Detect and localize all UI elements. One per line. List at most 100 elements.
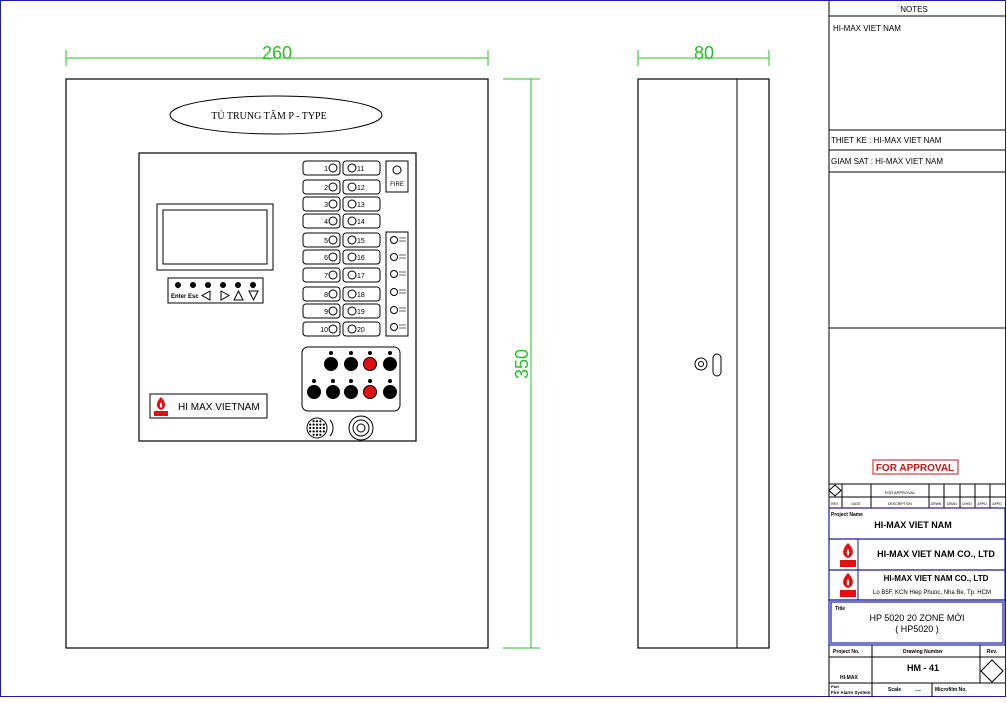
notes-header: NOTES <box>900 5 928 14</box>
door-lock-icon[interactable] <box>694 353 722 377</box>
zone-number: 1 <box>324 166 328 173</box>
revision-column-header: DESCRIPTION <box>888 502 912 506</box>
left-arrow-icon <box>200 290 211 301</box>
zone-indicator: 20 <box>342 321 381 337</box>
cabinet-front <box>65 78 489 649</box>
revision-column-header: CHKD <box>962 502 972 506</box>
right-key[interactable] <box>220 282 226 288</box>
revision-column-header: APPD <box>977 502 987 506</box>
width-dimension <box>65 50 489 66</box>
zone-number: 6 <box>324 255 328 262</box>
revision-column-header: APPD <box>992 502 1002 506</box>
lcd-bezel <box>156 203 274 271</box>
drawing-number: HM - 41 <box>907 663 939 673</box>
up-arrow-icon <box>233 289 244 301</box>
control-panel <box>138 152 417 442</box>
zone-number: 18 <box>357 292 365 299</box>
cabinet-title: TỦ TRUNG TÂM P - TYPE <box>211 110 326 122</box>
fire-indicator <box>385 160 409 193</box>
zone-number: 20 <box>357 327 365 334</box>
keypad <box>167 277 264 304</box>
height-label: 350 <box>512 349 532 379</box>
zone-number: 10 <box>320 327 328 334</box>
key-switch-icon[interactable] <box>348 415 374 441</box>
project-name-label: Project Name <box>831 512 863 518</box>
part-value: Fire Alarm System <box>831 690 870 695</box>
width-label: 260 <box>262 43 292 63</box>
control-button[interactable] <box>383 379 397 399</box>
zone-indicator: 12 <box>342 179 381 195</box>
revision-column-header: DRWN <box>931 502 942 506</box>
revision-column-header: DATE <box>851 502 861 506</box>
esc-label: Esc <box>188 294 199 300</box>
zone-indicator: 11 <box>342 160 381 176</box>
scale-value: — <box>915 688 921 694</box>
zone-number: 4 <box>324 219 328 226</box>
zone-indicator: 15 <box>342 232 381 248</box>
esc-key[interactable] <box>190 282 196 288</box>
zone-number: 8 <box>324 292 328 299</box>
zone-number: 3 <box>324 202 328 209</box>
down-arrow-icon <box>248 290 259 302</box>
up-key[interactable] <box>235 282 241 288</box>
revision-desc-top: FOR APPROVAL <box>885 490 916 495</box>
enter-label: Enter <box>171 294 187 300</box>
status-leds <box>390 236 406 331</box>
zone-indicator: 19 <box>342 303 381 319</box>
control-button[interactable] <box>383 351 397 371</box>
pccc-logo-icon <box>154 397 168 416</box>
drawing-number-label: Drawing Number <box>903 649 943 655</box>
microfilm-label: Microfilm No. <box>935 687 967 693</box>
zone-number: 7 <box>324 273 328 280</box>
depth-dimension <box>637 50 770 66</box>
enter-key[interactable] <box>175 282 181 288</box>
revision-column-header: REV. <box>831 502 839 506</box>
drawing-title-2: ( HP5020 ) <box>895 624 939 634</box>
zone-number: 14 <box>357 219 365 226</box>
zone-indicator: 9 <box>302 303 341 319</box>
control-buttons-panel <box>301 346 401 412</box>
control-button[interactable] <box>326 379 340 399</box>
project-no-label: Project No. <box>833 649 860 655</box>
depth-label: 80 <box>694 43 714 63</box>
left-key[interactable] <box>205 282 211 288</box>
company-address: Lo B5F, KCN Hiep Phuoc, Nha Be, Tp. HCM <box>873 590 991 596</box>
control-button[interactable] <box>363 351 377 371</box>
drawing-info-block <box>829 645 1005 697</box>
zone-indicator: 6 <box>302 249 341 265</box>
zone-indicator: 17 <box>342 267 381 283</box>
brand-name: HI MAX VIETNAM <box>178 402 260 413</box>
lcd-screen <box>162 209 268 265</box>
down-key[interactable] <box>250 282 256 288</box>
control-button[interactable] <box>344 379 358 399</box>
control-button[interactable] <box>363 379 377 399</box>
project-no: HI-MAX <box>840 675 858 681</box>
supervisor: GIAM SAT : HI-MAX VIET NAM <box>831 157 943 166</box>
status-led <box>390 236 406 244</box>
company-logo-2-icon <box>840 573 856 597</box>
control-button[interactable] <box>307 379 321 399</box>
approval-stamp <box>872 459 959 475</box>
company-name-2: HI-MAX VIET NAM CO., LTD <box>884 574 989 583</box>
zone-indicator: 2 <box>302 179 341 195</box>
zone-number: 12 <box>357 185 365 192</box>
status-led <box>390 270 406 278</box>
zone-indicator: 4 <box>302 213 341 229</box>
fire-label: FIRE <box>390 182 404 188</box>
control-buttons <box>307 351 397 399</box>
status-led <box>390 288 406 296</box>
control-button[interactable] <box>344 351 358 371</box>
status-indicator-group <box>385 231 409 337</box>
zone-indicator: 14 <box>342 213 381 229</box>
control-button[interactable] <box>324 351 338 371</box>
title-ellipse <box>169 95 383 135</box>
status-led <box>390 323 406 331</box>
cabinet-side <box>637 78 770 649</box>
title-label: Title <box>835 606 845 612</box>
approval-stamp-text: FOR APPROVAL <box>876 463 954 474</box>
notes-text: HI-MAX VIET NAM <box>833 24 901 33</box>
